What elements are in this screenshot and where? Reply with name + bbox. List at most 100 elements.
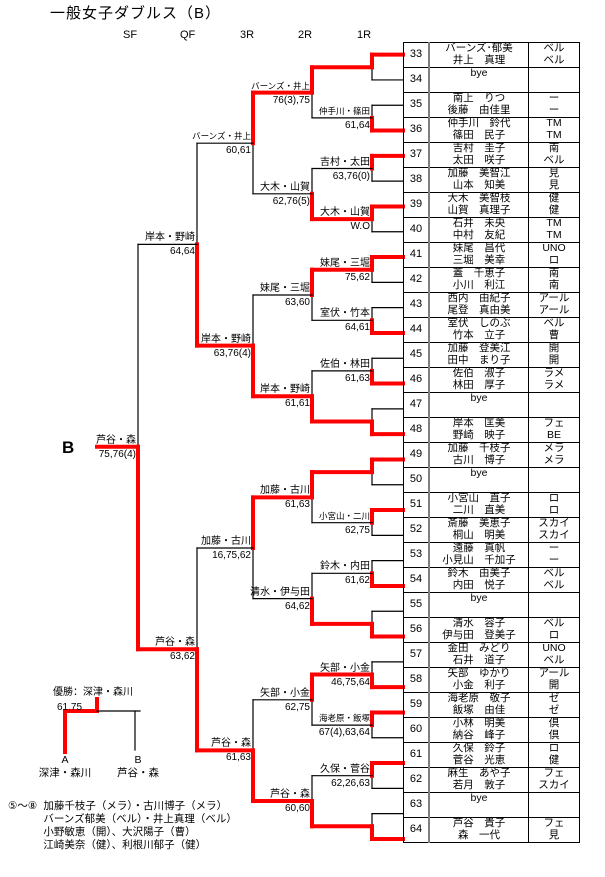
draw-number: 58 — [403, 667, 430, 693]
match-winner-label: 佐伯・林田 — [320, 358, 370, 370]
player-names: bye — [428, 67, 529, 93]
match-winner-label: 大木・山賀 — [260, 181, 310, 193]
player-club: ー — [548, 92, 560, 104]
match-winner-label: 清水・伊与田 — [250, 586, 310, 598]
player-names: 室伏 しのぶ竹本 立子 — [428, 317, 529, 343]
player-clubs: フェ見 — [528, 817, 580, 843]
notes-line: 加藤千枝子（メラ）・古川博子（メラ） — [43, 800, 228, 812]
player-club: TM — [546, 117, 562, 129]
notes-line: 江崎美奈（健）、利根川郁子（健） — [43, 839, 207, 851]
player-clubs — [528, 792, 580, 818]
player-names: 清水 容子伊与田 登美子 — [428, 617, 529, 643]
player-name: 古川 博子 — [452, 453, 506, 466]
draw-number: 64 — [403, 817, 430, 843]
player-name: 中村 友紀 — [452, 228, 506, 241]
player-clubs: ゼゼ — [528, 692, 580, 718]
player-club: スカイ — [538, 778, 570, 791]
player-club: UNO — [542, 242, 566, 254]
player-name: バーンズ･郁美 — [445, 42, 513, 54]
player-names: 小宮山 直子二川 直美 — [428, 492, 529, 518]
player-club: TM — [546, 217, 562, 229]
player-club: フェ — [543, 767, 565, 779]
player-name: 金田 みどり — [447, 642, 511, 654]
draw-number: 36 — [403, 117, 430, 143]
draw-number: 59 — [403, 692, 430, 718]
match-winner-label: 岸本・野崎 — [201, 333, 251, 345]
player-name — [430, 805, 528, 817]
match-score: 61,64 — [344, 119, 370, 131]
player-name: 清水 容子 — [452, 617, 506, 629]
player-name — [430, 80, 528, 92]
draw-number: 37 — [403, 142, 430, 168]
player-club: アール — [538, 303, 570, 316]
player-club: 開 — [548, 342, 560, 354]
player-name: 篠田 民子 — [452, 128, 506, 141]
player-clubs: 開開 — [528, 342, 580, 368]
draw-number: 33 — [403, 42, 430, 68]
player-club: ー — [548, 553, 560, 566]
match-winner-label: 加藤・古川 — [260, 485, 310, 497]
player-name: 斎藤 美恵子 — [447, 517, 511, 529]
player-name: 飯塚 由佳 — [452, 703, 506, 716]
draw-number: 40 — [403, 217, 430, 243]
player-club: ラメ — [543, 367, 565, 379]
match-score: 63,60 — [284, 297, 310, 308]
player-names: 南上 りつ後藤 由佳里 — [428, 92, 529, 118]
player-club: ベル — [543, 578, 565, 591]
player-club — [529, 480, 579, 492]
champion-label: 優勝：深津・森川 — [53, 687, 133, 698]
match-winner-label: 芦谷・森 — [155, 637, 195, 649]
player-club: 倶 — [548, 717, 560, 729]
player-name: 加藤 登美江 — [447, 342, 511, 354]
player-name: 小見山 千加子 — [442, 553, 516, 566]
player-clubs — [528, 467, 580, 493]
round-header-sf: SF — [123, 29, 138, 41]
player-names: 加藤 登美江田中 まり子 — [428, 342, 529, 368]
player-name: 室伏 しのぶ — [447, 317, 511, 329]
player-name: 小宮山 直子 — [447, 492, 511, 504]
player-clubs: スカイスカイ — [528, 517, 580, 543]
player-name: 菅谷 光恵 — [452, 753, 506, 766]
player-name: 三堀 美幸 — [452, 253, 506, 266]
match-winner-label: 室伏・竹本 — [320, 308, 370, 320]
match-score: 64,62 — [284, 600, 310, 612]
player-club: アール — [538, 667, 570, 679]
match-score: 67(4),63,64 — [318, 727, 370, 739]
player-club: ー — [548, 542, 560, 554]
final-side-a-name: 深津・森川 — [38, 767, 92, 779]
match-score: 16,75,62 — [212, 550, 251, 561]
player-name: 蓋 千恵子 — [452, 267, 506, 279]
player-name: 二川 直美 — [452, 503, 506, 516]
draw-number: 53 — [403, 542, 430, 568]
draw-number: 60 — [403, 717, 430, 743]
player-name: 鈴木 由美子 — [447, 567, 511, 579]
player-clubs: フェスカイ — [528, 767, 580, 793]
match-winner-label: 加藤・古川 — [201, 536, 251, 547]
player-club: 見 — [548, 167, 560, 179]
player-name — [430, 605, 528, 617]
draw-number: 34 — [403, 67, 430, 93]
match-score: 46,75,64 — [331, 676, 370, 688]
draw-number: 56 — [403, 617, 430, 643]
match-winner-label: バーンズ・井上 — [192, 131, 251, 142]
round-header-2r: 2R — [298, 29, 313, 41]
player-club: ラメ — [543, 378, 565, 391]
match-score: 61,62 — [344, 575, 370, 587]
player-club: ベル — [543, 317, 565, 329]
player-club — [529, 468, 579, 480]
player-name: 森 一代 — [458, 828, 500, 841]
match-score: 61,63 — [225, 752, 251, 764]
player-clubs: ーー — [528, 542, 580, 568]
match-score: 62,75 — [344, 524, 370, 536]
